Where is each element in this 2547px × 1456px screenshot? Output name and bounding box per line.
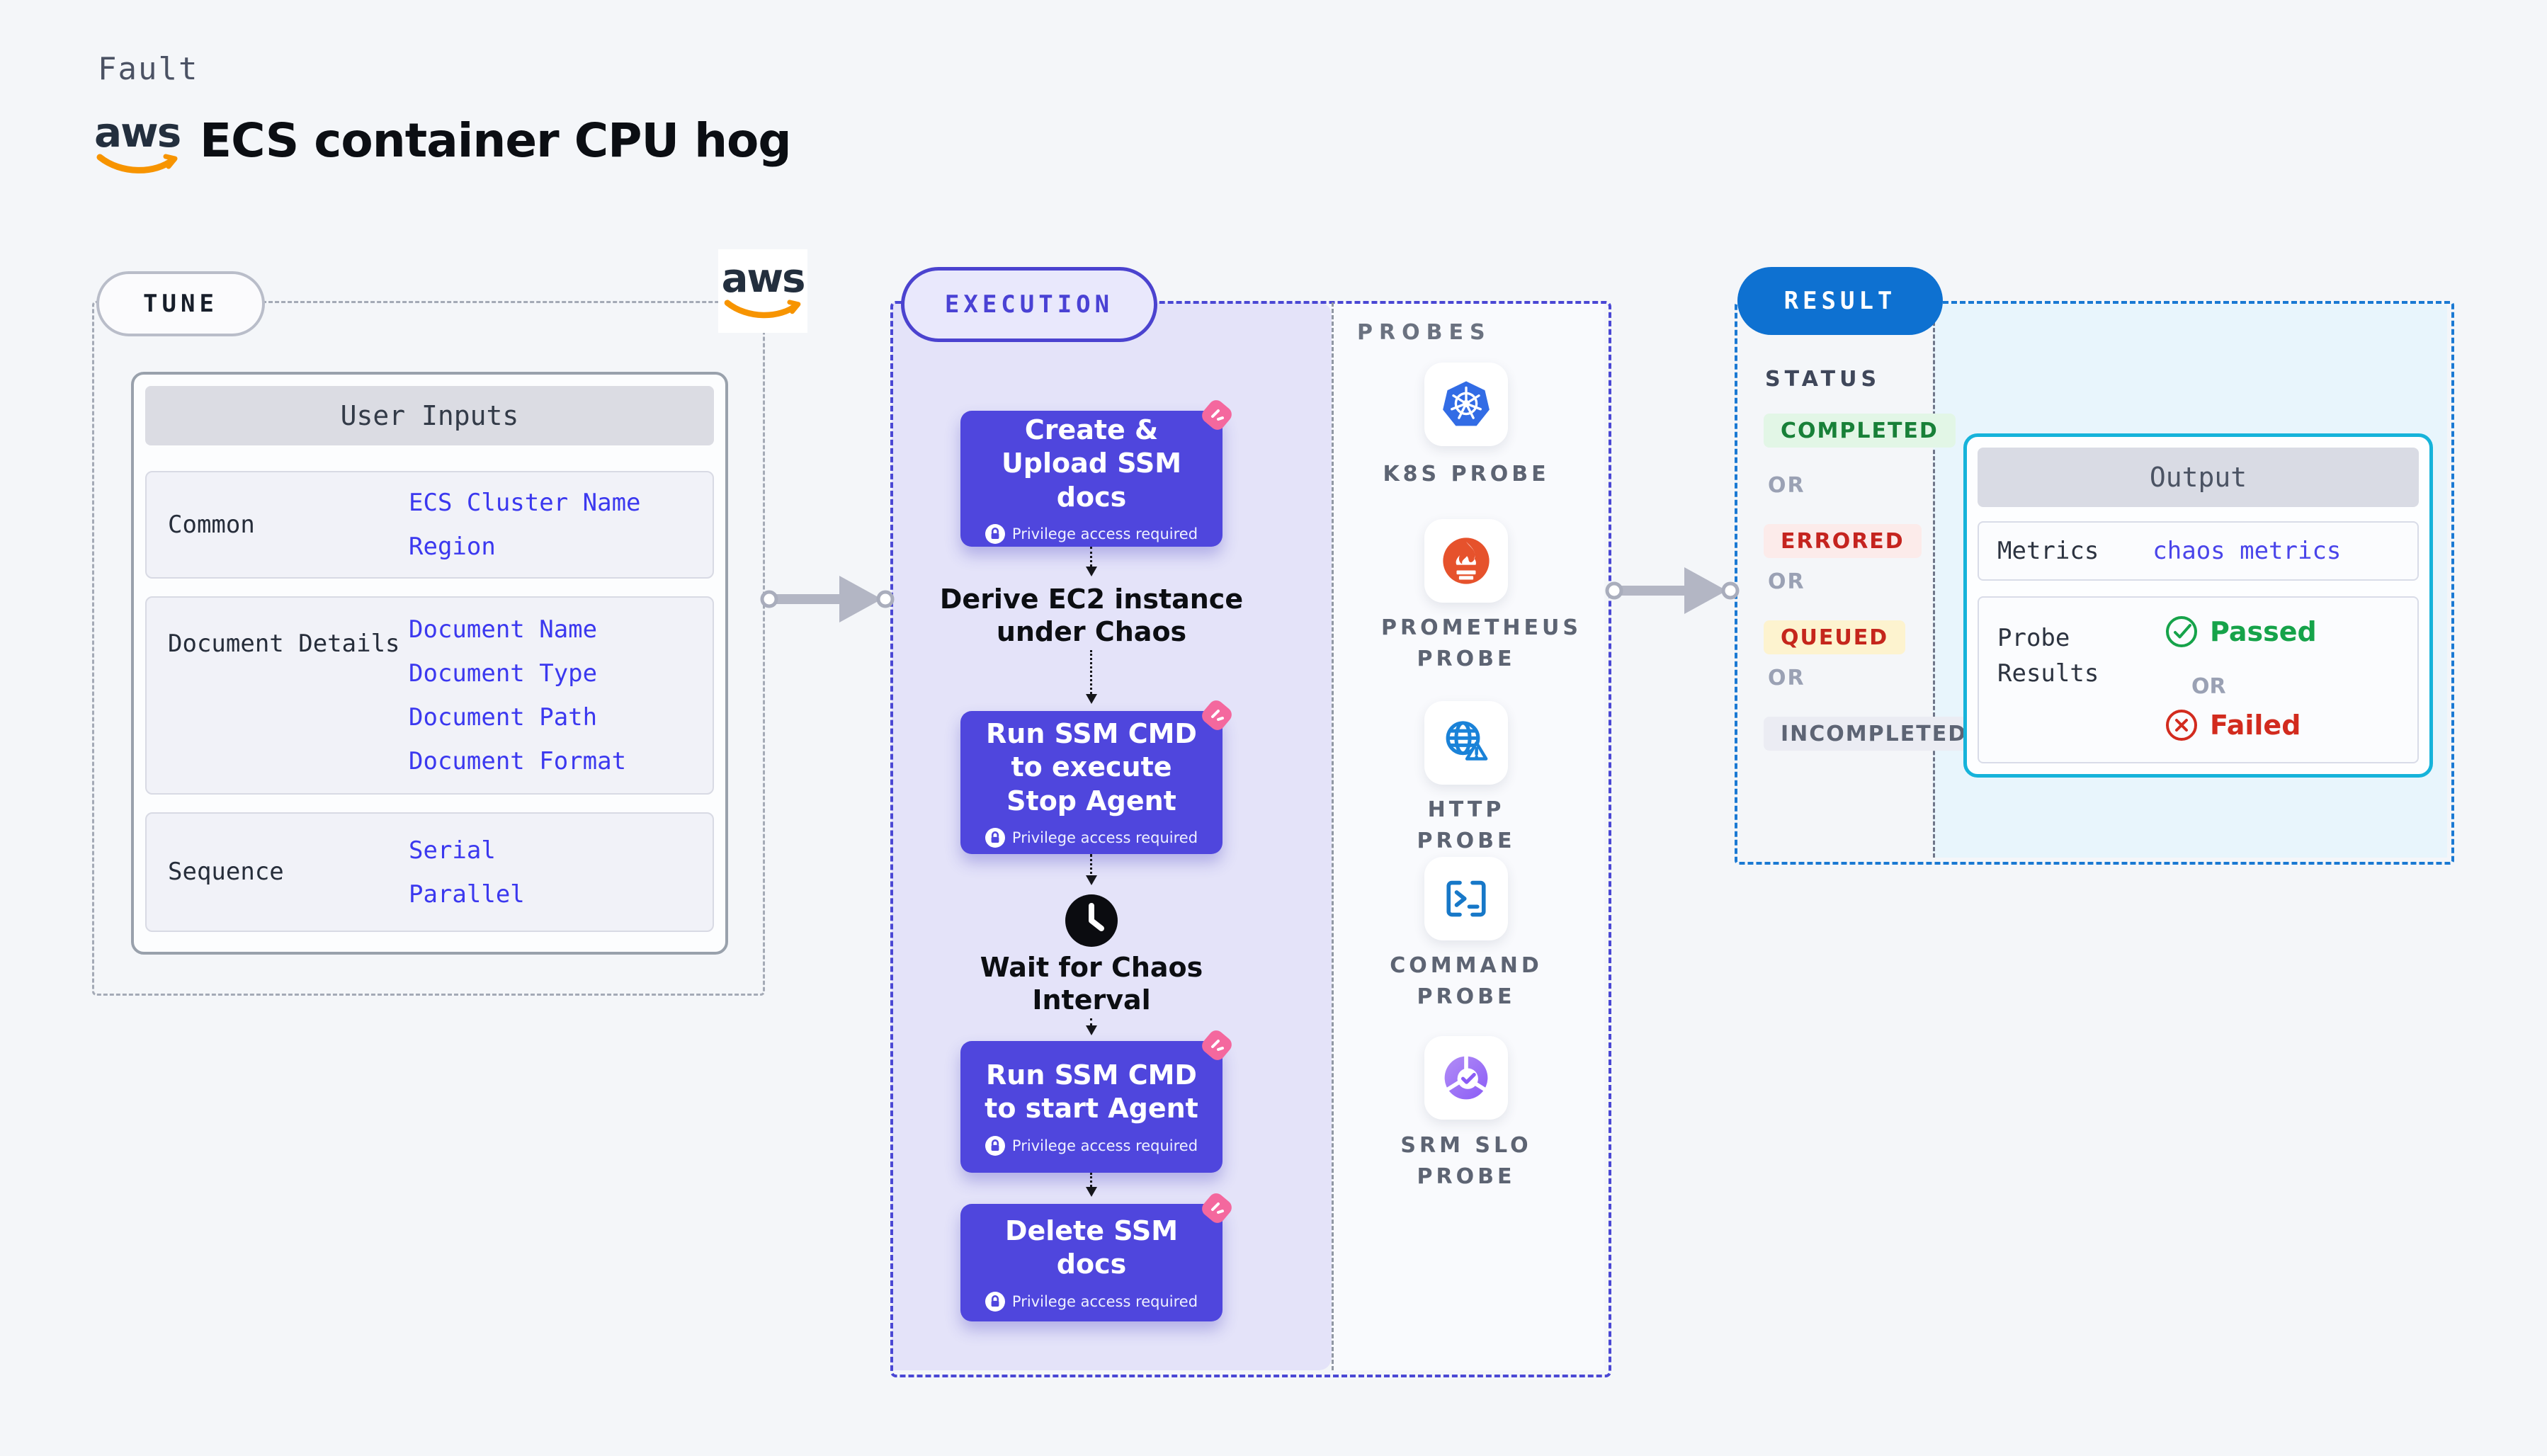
row-label: Common xyxy=(168,510,255,539)
privilege-badge: Privilege access required xyxy=(1011,525,1198,543)
lock-icon xyxy=(985,1291,1005,1312)
flow-connector xyxy=(1086,650,1097,704)
slo-gauge-icon xyxy=(1444,1055,1488,1100)
step-title: Delete SSM docs xyxy=(1004,1215,1179,1280)
probes-label: PROBES xyxy=(1357,320,1492,345)
prometheus-probe-card xyxy=(1424,519,1508,603)
probe-label: PROMETHEUS PROBE xyxy=(1381,615,1582,671)
status-or: OR xyxy=(1768,473,1805,498)
result-divider xyxy=(1933,302,1935,858)
step-title: Create & Upload SSM docs xyxy=(1001,414,1182,513)
input-link: ECS Cluster Name xyxy=(409,489,641,517)
status-badge-queued: QUEUED xyxy=(1764,620,1906,654)
probes-divider xyxy=(1332,302,1334,1370)
lock-icon xyxy=(985,1135,1005,1156)
input-link: Document Path xyxy=(409,703,598,732)
input-link: Document Type xyxy=(409,659,598,688)
probe-results-label: Probe Results xyxy=(1997,624,2099,688)
result-section-pill: RESULT xyxy=(1737,267,1943,335)
probe-label: K8S PROBE xyxy=(1383,462,1550,487)
status-label: STATUS xyxy=(1765,367,1881,392)
row-label: Document Details xyxy=(168,630,400,658)
failed-label: Failed xyxy=(2210,710,2301,741)
k8s-probe-card xyxy=(1424,363,1508,446)
step-title: Run SSM CMD to execute Stop Agent xyxy=(986,717,1197,817)
execution-section-pill: EXECUTION xyxy=(901,267,1157,342)
step-run-ssm-cmd-stop-agent: Run SSM CMD to execute Stop Agent Privil… xyxy=(960,700,1232,854)
step-delete-ssm-docs: Delete SSM docs Privilege access require… xyxy=(960,1193,1232,1321)
status-badge-incompleted: INCOMPLETED xyxy=(1764,717,1985,751)
step-create-upload-ssm-docs: Create & Upload SSM docs Privilege acces… xyxy=(960,400,1232,547)
user-inputs-title: User Inputs xyxy=(145,386,714,445)
metrics-value-link: chaos metrics xyxy=(2152,537,2342,565)
probe-label: HTTP PROBE xyxy=(1417,797,1516,853)
command-probe-card xyxy=(1424,857,1508,940)
check-circle-icon xyxy=(2166,616,2197,647)
step-run-ssm-cmd-start-agent: Run SSM CMD to start Agent Privilege acc… xyxy=(960,1030,1232,1173)
step-wait-for-chaos-interval: Wait for Chaos Interval xyxy=(980,952,1203,1016)
aws-smile-icon xyxy=(724,300,801,319)
probe-label: SRM SLO PROBE xyxy=(1400,1133,1532,1189)
step-title: Run SSM CMD to start Agent xyxy=(985,1059,1198,1125)
user-inputs-row-document-details: Document Details Document Name Document … xyxy=(145,596,714,795)
output-title: Output xyxy=(1978,448,2419,507)
aws-logo-text: aws xyxy=(94,108,181,157)
flow-connector xyxy=(1086,1173,1097,1197)
step-derive-ec2-instance: Derive EC2 instance under Chaos xyxy=(939,584,1244,647)
chaos-spark-icon xyxy=(1197,395,1237,438)
passed-label: Passed xyxy=(2210,616,2317,647)
flow-connector xyxy=(1086,1018,1097,1035)
privilege-badge: Privilege access required xyxy=(1011,829,1198,847)
status-badge-completed: COMPLETED xyxy=(1764,414,1956,448)
input-link: Region xyxy=(409,533,496,561)
input-link: Serial xyxy=(409,836,496,865)
http-globe-icon xyxy=(1446,721,1488,761)
terminal-icon xyxy=(1446,880,1486,917)
prometheus-icon xyxy=(1443,538,1490,584)
tune-aws-logo: aws xyxy=(718,249,807,333)
user-inputs-row-sequence: Sequence Serial Parallel xyxy=(145,812,714,932)
fault-kicker: Fault xyxy=(98,51,199,87)
srm-slo-probe-card xyxy=(1424,1036,1508,1120)
output-row-probe-results: Probe Results Passed OR Failed xyxy=(1978,596,2419,763)
tune-section-pill: TUNE xyxy=(96,271,265,336)
privilege-badge: Privilege access required xyxy=(1011,1292,1198,1310)
metrics-label: Metrics xyxy=(1997,537,2099,565)
x-circle-icon xyxy=(2166,710,2197,741)
aws-logo-text: aws xyxy=(721,256,806,302)
http-probe-card xyxy=(1424,701,1508,785)
aws-smile-icon xyxy=(96,154,178,174)
status-or: OR xyxy=(1768,666,1805,690)
execution-to-result-arrow xyxy=(1605,567,1740,614)
aws-logo: aws xyxy=(94,108,181,178)
lock-icon xyxy=(985,828,1005,848)
input-link: Document Name xyxy=(409,615,598,644)
execution-section-box xyxy=(890,301,1611,1377)
probe-label: COMMAND PROBE xyxy=(1390,953,1543,1009)
chaos-spark-icon xyxy=(1197,1025,1237,1068)
status-or: OR xyxy=(1768,569,1805,594)
privilege-badge: Privilege access required xyxy=(1011,1137,1198,1154)
output-row-metrics: Metrics chaos metrics xyxy=(1978,521,2419,581)
tune-section-box xyxy=(92,301,765,996)
user-inputs-row-common: Common ECS Cluster Name Region xyxy=(145,471,714,579)
row-label: Sequence xyxy=(168,858,284,886)
flow-connector xyxy=(1086,854,1097,885)
result-section-box xyxy=(1735,301,2454,865)
tune-to-execution-arrow xyxy=(760,576,895,622)
probes-panel xyxy=(1332,302,1604,1370)
chaos-spark-icon xyxy=(1197,1188,1237,1231)
lock-icon xyxy=(985,524,1005,545)
flow-connector xyxy=(1086,547,1097,576)
clock-icon xyxy=(1065,894,1118,950)
input-link: Document Format xyxy=(409,747,627,775)
page-title: ECS container CPU hog xyxy=(200,113,792,168)
probe-results-or: OR xyxy=(2191,674,2226,699)
status-badge-errored: ERRORED xyxy=(1764,524,1922,558)
kubernetes-icon xyxy=(1443,381,1490,426)
chaos-spark-icon xyxy=(1197,695,1237,738)
input-link: Parallel xyxy=(409,880,525,909)
